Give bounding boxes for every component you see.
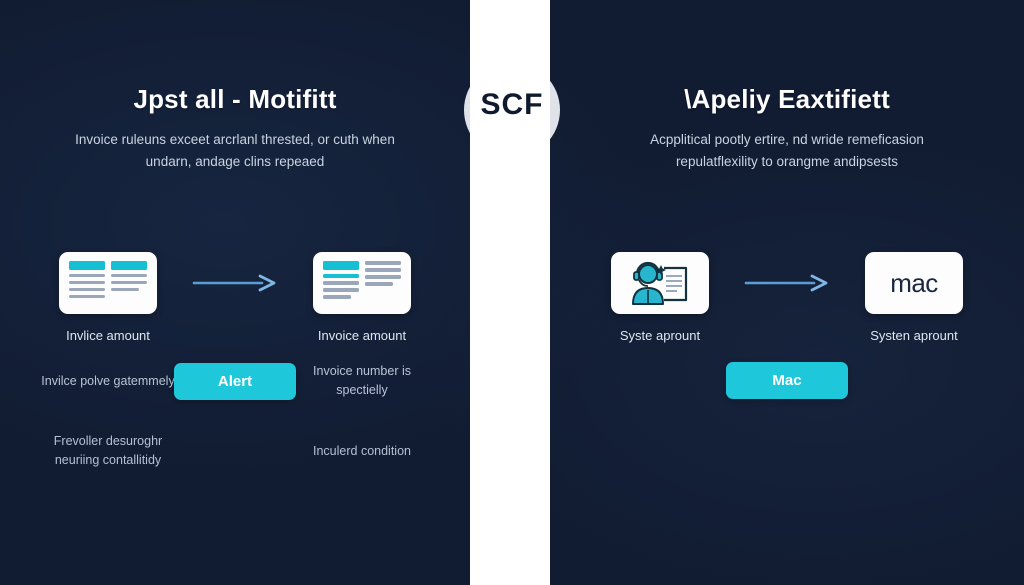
left-panel: Jpst all - Motifitt Invoice ruleuns exce… — [0, 0, 470, 585]
left-flow-arrow-wrap — [183, 252, 287, 314]
arrow-right-icon — [192, 274, 276, 292]
alert-button-wrap: Alert — [174, 362, 296, 400]
left-flow-node-1: Invlice amount — [33, 252, 183, 343]
doc-line — [111, 287, 140, 291]
right-flow-node-2-label: Systen aprount — [870, 328, 958, 343]
left-panel-header: Jpst all - Motifitt Invoice ruleuns exce… — [0, 84, 470, 173]
doc-line — [365, 282, 394, 286]
left-mid-row: Invilce polve gatemmely Alert Invoice nu… — [0, 362, 470, 401]
doc-line — [323, 295, 352, 299]
right-panel: \Apeliy Eaxtifiett Acpplitical pootly er… — [550, 0, 1024, 585]
right-panel-subtitle: Acpplitical pootly ertire, nd wride reme… — [650, 132, 924, 169]
doc-line — [111, 280, 147, 284]
divider-badge-label: SCF — [480, 88, 544, 121]
person-headset-document-icon — [611, 252, 709, 314]
doc-line — [69, 287, 105, 291]
right-panel-title: \Apeliy Eaxtifiett — [684, 84, 890, 114]
left-flow-node-1-label: Invlice amount — [66, 328, 150, 343]
right-flow-arrow-wrap — [735, 252, 839, 314]
doc-line — [111, 273, 147, 277]
doc-line — [323, 281, 359, 285]
doc-accent-line — [323, 273, 359, 278]
left-panel-title: Jpst all - Motifitt — [133, 84, 337, 114]
right-flow-node-2: mac Systen aprount — [839, 252, 989, 343]
right-panel-flow: Syste aprount mac Systen aprount — [550, 252, 1024, 343]
mac-text-card: mac — [865, 252, 963, 314]
alert-button[interactable]: Alert — [174, 362, 296, 400]
left-bottom-right-text: Inculerd condition — [313, 443, 411, 458]
arrow-right-icon — [744, 274, 828, 292]
left-mid-left-text: Invilce polve gatemmely — [41, 373, 175, 388]
doc-line — [69, 273, 105, 277]
left-flow-node-2-label: Invoice amount — [317, 328, 407, 343]
mac-button-wrap: Mac — [726, 362, 848, 399]
person-headset-document-glyph — [632, 261, 688, 305]
doc-line — [365, 268, 401, 272]
divider-strip — [470, 0, 550, 585]
left-panel-subtitle: Invoice ruleuns exceet arcrlanl thrested… — [75, 132, 395, 169]
doc-header-bar — [69, 261, 105, 270]
doc-header-bar — [323, 261, 359, 270]
doc-line — [365, 261, 401, 265]
left-flow-node-2: Invoice amount — [287, 252, 437, 343]
doc-header-bar — [111, 261, 147, 270]
mac-button[interactable]: Mac — [726, 362, 848, 399]
mac-card-text: mac — [890, 267, 938, 298]
doc-line — [69, 280, 105, 284]
left-mid-right-text: Invoice number is spectielly — [313, 364, 411, 398]
left-bottom-row: Frevoller desuroghr neuriing contallitid… — [0, 432, 470, 471]
document-two-column-icon — [59, 252, 157, 314]
doc-line — [323, 288, 359, 292]
document-detail-icon — [313, 252, 411, 314]
left-bottom-left-text: Frevoller desuroghr neuriing contallitid… — [53, 434, 163, 468]
doc-line — [69, 294, 105, 298]
right-flow-node-1-label: Syste aprount — [619, 328, 701, 343]
right-flow-node-1: Syste aprount — [585, 252, 735, 343]
left-panel-flow: Invlice amount — [0, 252, 470, 343]
doc-line — [365, 275, 401, 279]
right-panel-header: \Apeliy Eaxtifiett Acpplitical pootly er… — [550, 84, 1024, 173]
right-mid-row: Mac — [550, 362, 1024, 399]
